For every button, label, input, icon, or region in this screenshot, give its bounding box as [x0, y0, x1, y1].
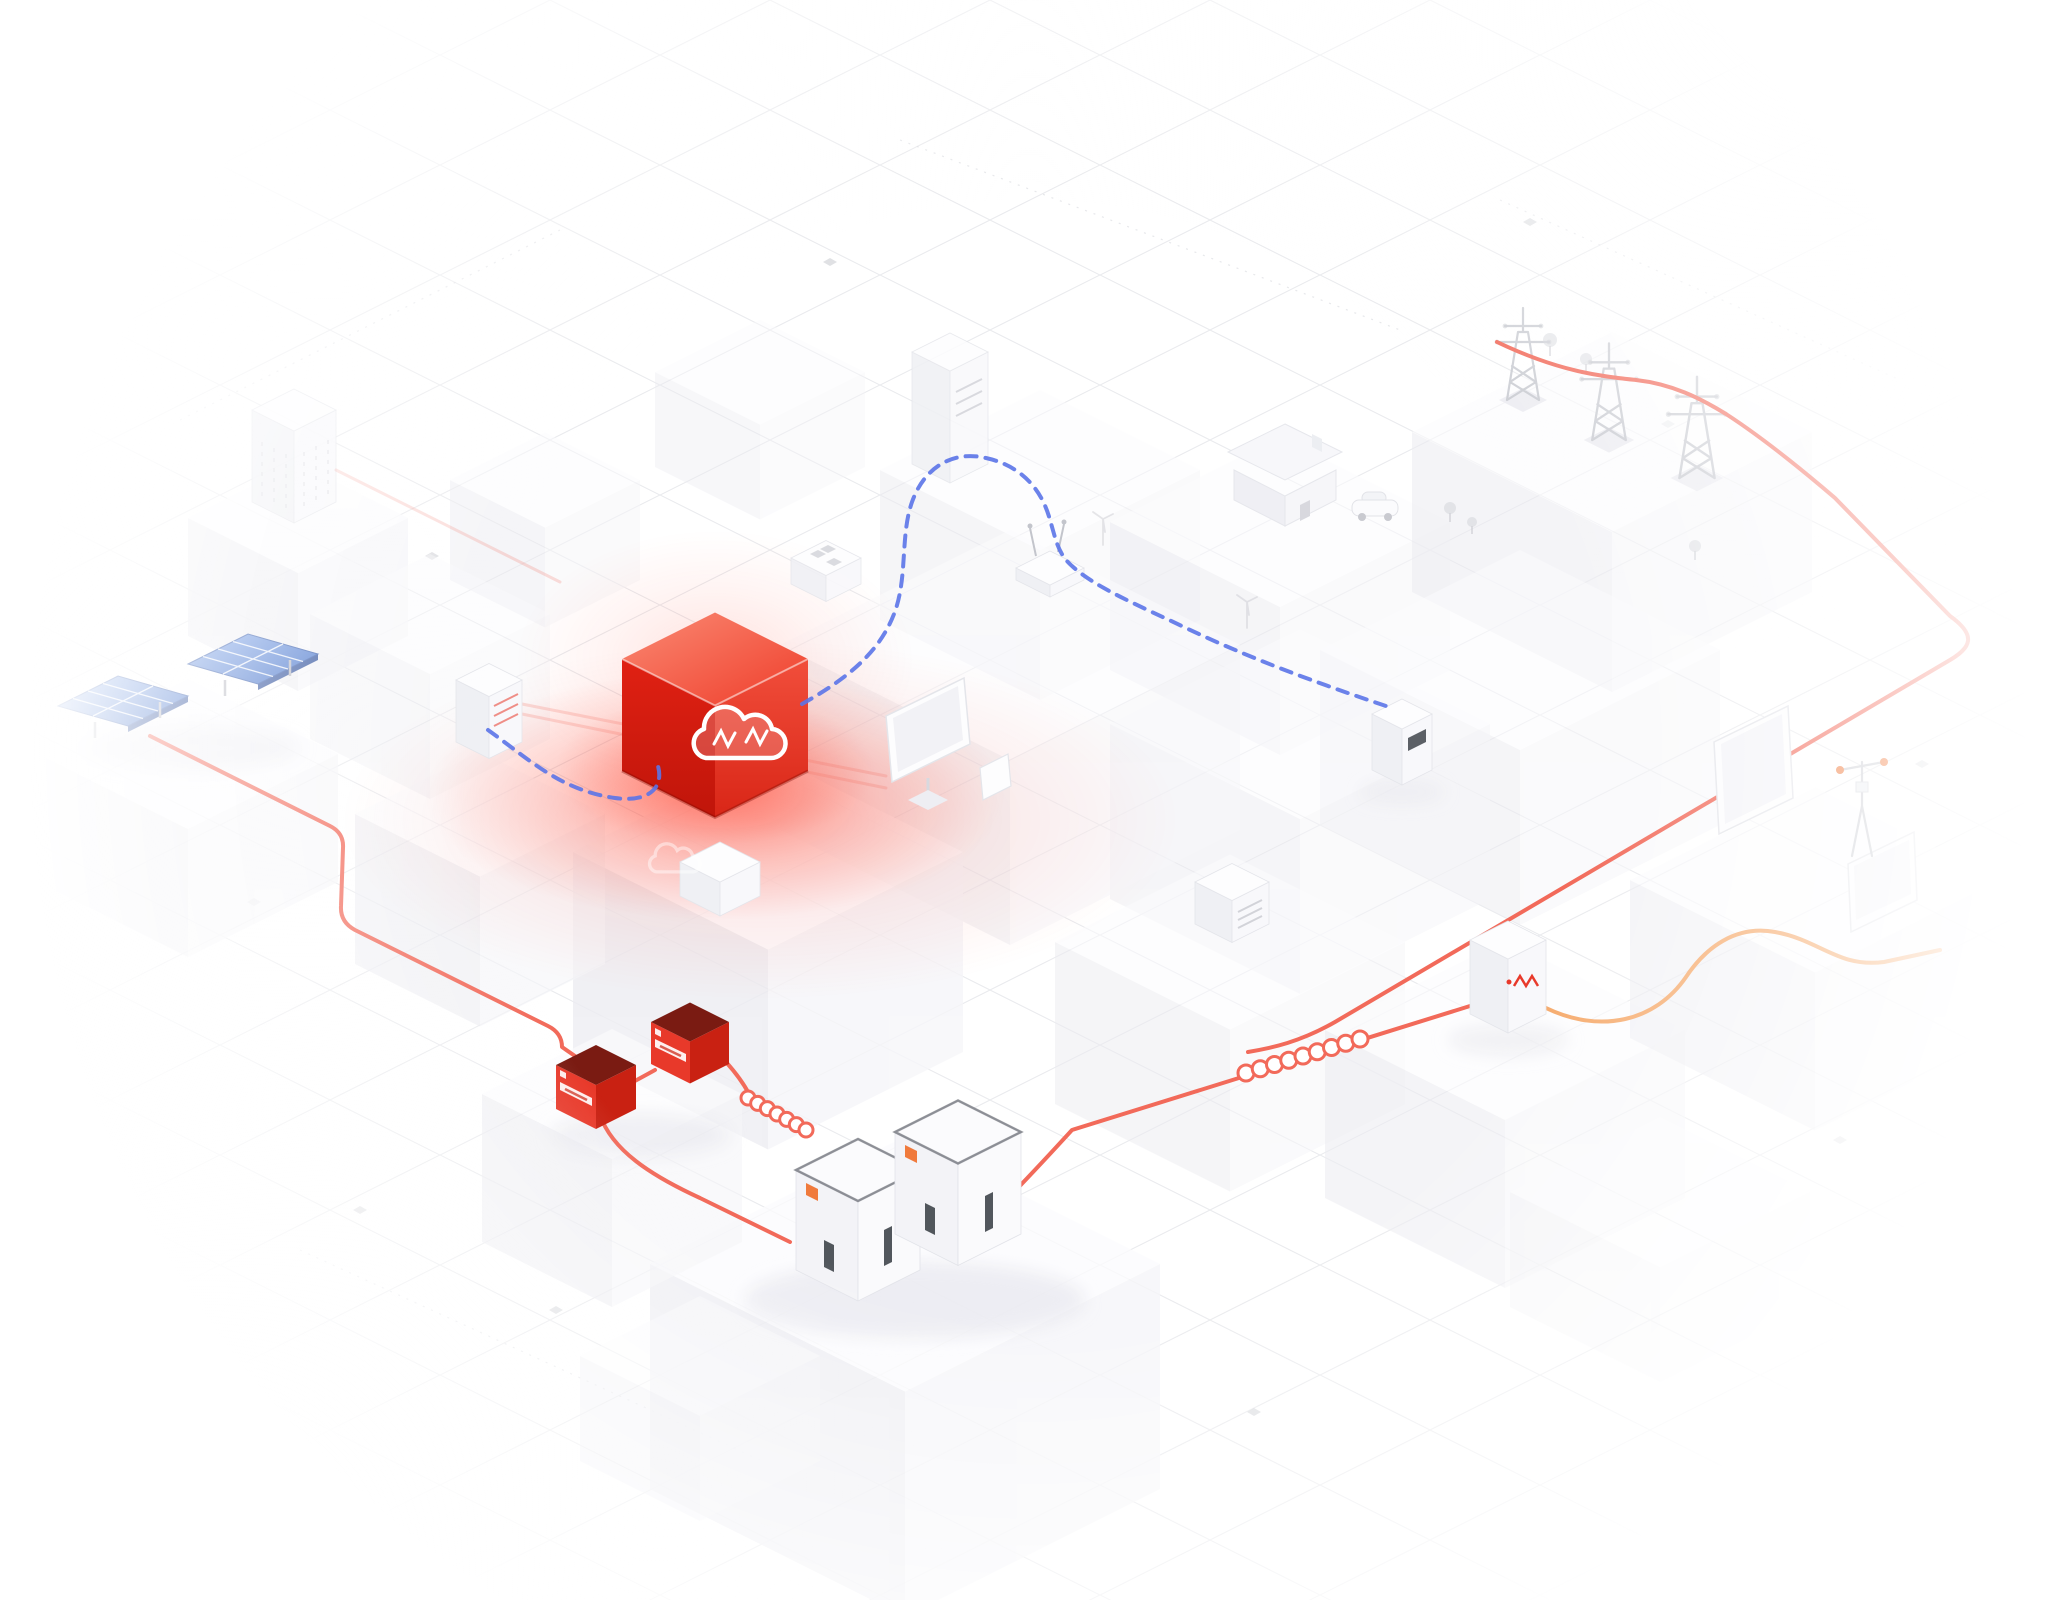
cabinet-vent-slot — [884, 1226, 892, 1266]
antenna-tip — [1027, 523, 1033, 529]
antenna-tip — [1061, 519, 1067, 525]
coil-loop — [1350, 1029, 1370, 1049]
coil-loop — [797, 1121, 815, 1139]
cabinet-vent-slot — [824, 1240, 834, 1272]
battery-cabinet-2 — [892, 1099, 1024, 1267]
electrical-panel — [455, 663, 523, 760]
office-building — [251, 388, 337, 524]
cabinet-vent-slot — [925, 1203, 935, 1235]
sensor-dot — [1836, 766, 1844, 774]
server-unit-face — [949, 351, 989, 484]
ev-charger — [1469, 920, 1547, 1034]
battery-unit — [1371, 698, 1433, 786]
cabinet-vent-slot — [985, 1192, 993, 1232]
server-unit-face — [911, 351, 951, 484]
sensor-dot — [1880, 758, 1888, 766]
